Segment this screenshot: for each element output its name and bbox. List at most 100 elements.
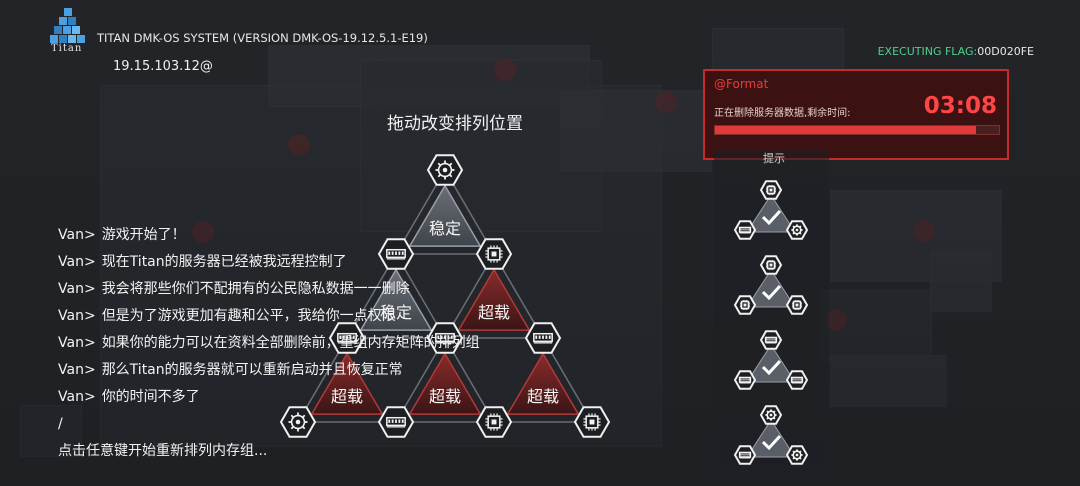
delete-progress-bar xyxy=(714,125,1000,135)
hint-node[interactable] xyxy=(785,445,809,465)
speaker-label: Van> xyxy=(58,335,96,351)
speaker-label: Van> xyxy=(58,227,96,243)
gear-icon xyxy=(435,160,455,180)
tile-stable[interactable]: 稳定 xyxy=(408,184,482,247)
console-line: Van> 你的时间不多了 xyxy=(58,384,480,411)
tile-overload[interactable]: 超载 xyxy=(408,352,482,415)
speaker-label: Van> xyxy=(58,308,96,324)
chip-icon xyxy=(765,259,777,271)
memory-icon xyxy=(764,336,778,344)
console-line: Van> 如果你的能力可以在资料全部删除前，重组内存矩阵的排列组 xyxy=(58,330,480,357)
message-text: 如果你的能力可以在资料全部删除前，重组内存矩阵的排列组 xyxy=(101,335,480,351)
hint-node[interactable] xyxy=(759,255,783,275)
memory-icon xyxy=(386,248,406,260)
board-title: 拖动改变排列位置 xyxy=(387,114,523,134)
memory-icon xyxy=(738,226,752,234)
tile-label: 超载 xyxy=(429,387,461,406)
hint-item xyxy=(733,330,809,390)
memory-node[interactable] xyxy=(377,238,415,270)
system-title: TITAN DMK-OS SYSTEM (VERSION DMK-OS-19.1… xyxy=(97,31,428,45)
hint-label: 提示 xyxy=(763,152,785,165)
delete-progress-fill xyxy=(715,126,977,134)
titan-logo xyxy=(50,8,85,43)
check-icon xyxy=(761,359,782,376)
message-text: 你的时间不多了 xyxy=(101,389,200,405)
console-line: / xyxy=(58,411,480,438)
hint-node[interactable] xyxy=(733,220,757,240)
hint-node[interactable] xyxy=(733,370,757,390)
hint-item xyxy=(733,405,809,465)
console-line: Van> 那么Titan的服务器就可以重新启动并且恢复正常 xyxy=(58,357,480,384)
hint-node[interactable] xyxy=(759,180,783,200)
hint-item xyxy=(733,255,809,315)
alert-title: @Format xyxy=(714,77,769,91)
console-line: Van> 我会将那些你们不配拥有的公民隐私数据一一删除 xyxy=(58,276,480,303)
console-prompt: 19.15.103.12@ xyxy=(113,59,213,74)
memory-node[interactable] xyxy=(475,406,513,438)
tile-overload[interactable]: 超载 xyxy=(506,352,580,415)
speaker-label: Van> xyxy=(58,389,96,405)
message-text: 但是为了游戏更加有趣和公平，我给你一点权限 xyxy=(101,308,396,324)
hint-node[interactable] xyxy=(785,220,809,240)
memory-icon xyxy=(533,332,553,344)
logo-text: Titan xyxy=(51,43,83,54)
memory-node[interactable] xyxy=(279,406,317,438)
message-text: 点击任意键开始重新排列内存组... xyxy=(58,443,268,459)
gear-icon xyxy=(765,409,777,421)
speaker-label: Van> xyxy=(58,362,96,378)
flag-label: EXECUTING FLAG: xyxy=(877,45,978,58)
alert-message: 正在删除服务器数据,剩余时间: xyxy=(714,108,851,119)
gear-icon xyxy=(288,412,308,432)
memory-node[interactable] xyxy=(426,154,464,186)
check-icon xyxy=(761,209,782,226)
check-icon xyxy=(761,434,782,451)
memory-icon xyxy=(386,416,406,428)
speaker-label: Van> xyxy=(58,254,96,270)
hint-node[interactable] xyxy=(733,295,757,315)
speaker-label: Van> xyxy=(58,281,96,297)
chip-icon xyxy=(485,245,503,263)
check-icon xyxy=(761,284,782,301)
console-line: Van> 现在Titan的服务器已经被我远程控制了 xyxy=(58,249,480,276)
memory-node[interactable] xyxy=(573,406,611,438)
console-line: 点击任意键开始重新排列内存组... xyxy=(58,438,480,465)
hint-node[interactable] xyxy=(759,405,783,425)
memory-icon xyxy=(337,332,357,344)
message-text: 我会将那些你们不配拥有的公民隐私数据一一删除 xyxy=(101,281,410,297)
chip-icon xyxy=(739,299,751,311)
message-text: / xyxy=(58,416,63,432)
memory-icon xyxy=(738,376,752,384)
tile-stable[interactable]: 稳定 xyxy=(359,268,433,331)
chip-icon xyxy=(765,184,777,196)
flag-value: 00D020FE xyxy=(977,45,1034,58)
memory-icon xyxy=(790,376,804,384)
memory-icon xyxy=(435,332,455,344)
memory-node[interactable] xyxy=(426,322,464,354)
memory-icon xyxy=(738,451,752,459)
format-alert: @Format 正在删除服务器数据,剩余时间: 03:08 xyxy=(703,69,1009,160)
tile-label: 稳定 xyxy=(429,219,461,238)
message-text: 现在Titan的服务器已经被我远程控制了 xyxy=(101,254,347,270)
gear-icon xyxy=(791,224,803,236)
hint-node[interactable] xyxy=(785,295,809,315)
tile-overload[interactable]: 超载 xyxy=(457,268,531,331)
message-text: 游戏开始了！ xyxy=(101,227,186,243)
tile-label: 超载 xyxy=(331,387,363,406)
console-log: Van> 游戏开始了！ Van> 现在Titan的服务器已经被我远程控制了 Van> 我会… xyxy=(58,222,480,465)
message-text: 那么Titan的服务器就可以重新启动并且恢复正常 xyxy=(101,362,403,378)
memory-node[interactable] xyxy=(475,238,513,270)
memory-node[interactable] xyxy=(524,322,562,354)
hint-node[interactable] xyxy=(785,370,809,390)
memory-node[interactable] xyxy=(377,406,415,438)
tile-label: 超载 xyxy=(527,387,559,406)
console-line: Van> 游戏开始了！ xyxy=(58,222,480,249)
tile-overload[interactable]: 超载 xyxy=(310,352,384,415)
hint-node[interactable] xyxy=(759,330,783,350)
chip-icon xyxy=(485,413,503,431)
hint-node[interactable] xyxy=(733,445,757,465)
memory-node[interactable] xyxy=(328,322,366,354)
console-line: Van> 但是为了游戏更加有趣和公平，我给你一点权限 xyxy=(58,303,480,330)
gear-icon xyxy=(791,449,803,461)
